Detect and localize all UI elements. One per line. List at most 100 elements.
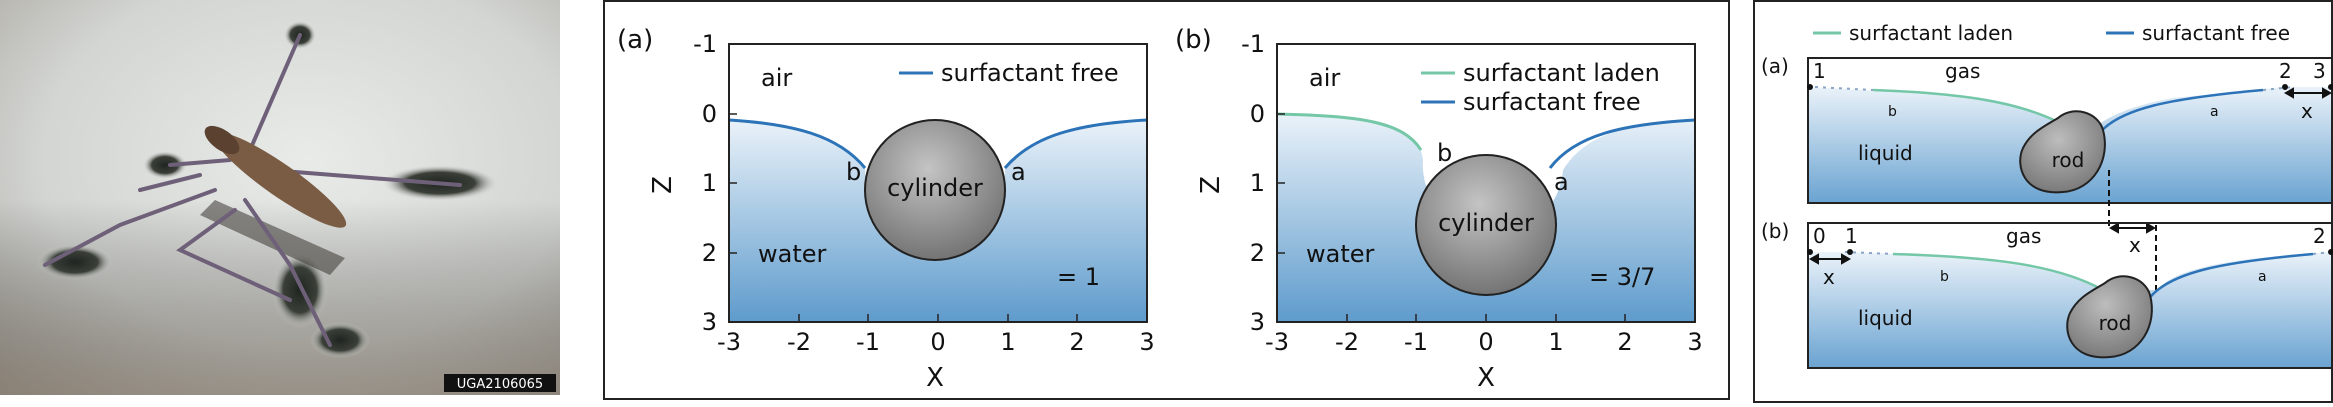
- water-region: [729, 120, 1147, 322]
- y-tick-labels: -1 0 1 2 3: [693, 30, 717, 336]
- x-axis-label: X: [926, 363, 944, 393]
- x-tick-label: 2: [1617, 328, 1632, 356]
- panel-letter: (a): [617, 25, 653, 55]
- x-dimension-label: x: [2301, 99, 2313, 123]
- dotted-interface-left: [1844, 251, 1894, 255]
- x-tick-label: -3: [717, 328, 741, 356]
- surfactant-laden-curve: [1872, 88, 2059, 124]
- point-marker: [2328, 249, 2333, 255]
- x-tick-label: -1: [856, 328, 880, 356]
- x-dimension-arrow: [2283, 87, 2333, 99]
- rod-panel-b: (b) 0 1 2 gas liquid rod b a x: [1761, 219, 2333, 369]
- surfactant-laden-curve: [1892, 252, 2104, 292]
- small-label-a: a: [2258, 269, 2267, 285]
- cylinder: [864, 119, 1006, 261]
- insect-legs: [43, 33, 462, 347]
- plot-b: (b) air water cylinder b a surfactant la…: [1175, 25, 1703, 393]
- ticks: [728, 43, 1148, 323]
- point-marker: [2328, 84, 2333, 90]
- y-tick-label: 1: [1250, 169, 1265, 197]
- rod-shape: [2019, 110, 2106, 194]
- surfactant-free-curve-left: [728, 118, 867, 169]
- panel-letter: (a): [1761, 54, 1789, 78]
- watermark: UGA2106065: [457, 377, 543, 392]
- legend-label-free: surfactant free: [1463, 88, 1641, 116]
- y-tick-label: 3: [702, 308, 717, 336]
- gas-label: gas: [2006, 224, 2041, 248]
- panel-letter: (b): [1175, 25, 1212, 55]
- point-label-2: 2: [2279, 59, 2292, 83]
- water-label: water: [758, 240, 827, 268]
- y-tick-label: -1: [693, 30, 717, 58]
- y-axis-label: Z: [648, 176, 678, 194]
- point-label-2: 2: [2313, 224, 2326, 248]
- air-label: air: [761, 64, 792, 92]
- surfactant-free-curve: [1548, 118, 1696, 169]
- panel-frame: [1807, 57, 2333, 204]
- legend-label-laden: surfactant laden: [1849, 21, 2013, 45]
- water-region: [1277, 114, 1695, 322]
- y-tick-label: 2: [1250, 239, 1265, 267]
- y-tick-label: 1: [702, 169, 717, 197]
- photo-illustration: UGA2106065: [0, 0, 560, 395]
- liquid-label: liquid: [1858, 141, 1913, 165]
- water-strider-photo: UGA2106065: [0, 0, 560, 395]
- rod-label: rod: [2099, 311, 2132, 335]
- legend-label-free: surfactant free: [2142, 21, 2290, 45]
- y-tick-label: 0: [1250, 100, 1265, 128]
- cylinder-label: cylinder: [887, 174, 983, 202]
- legend-label: surfactant free: [941, 59, 1119, 87]
- x-tick-label: 3: [1687, 328, 1702, 356]
- dimple-shadow: [37, 244, 113, 280]
- rod-shape: [2066, 275, 2153, 359]
- x-dimension-arrow: [1808, 253, 1852, 265]
- x-tick-label: 0: [930, 328, 945, 356]
- insect-body: [213, 132, 347, 228]
- dotted-interface-left: [1814, 86, 1874, 91]
- x-tick-label: -1: [1404, 328, 1428, 356]
- contact-point-b: b: [846, 158, 861, 186]
- rod-label: rod: [2052, 148, 2085, 172]
- y-tick-label: 0: [702, 100, 717, 128]
- surfactant-free-curve-right: [1003, 118, 1148, 169]
- cylinder-label: cylinder: [1438, 209, 1534, 237]
- contact-point-a: a: [1011, 158, 1026, 186]
- y-tick-label: 3: [1250, 308, 1265, 336]
- x-tick-label: -2: [787, 328, 811, 356]
- panel-frame: [1807, 222, 2333, 369]
- rod-schematic-svg: surfactant laden surfactant free (a) 1 2…: [1753, 0, 2333, 403]
- dotted-interface-right: [2312, 251, 2332, 255]
- surfactant-free-curve: [2096, 88, 2264, 136]
- x-tick-label: 2: [1069, 328, 1084, 356]
- rod-panel-a: (a) 1 2 3 gas liquid rod b a x: [1761, 54, 2333, 204]
- x-tick-label: -3: [1265, 328, 1289, 356]
- surfactant-free-curve: [2146, 252, 2314, 301]
- plot-a: (a) air water cylinder b a surfactant fr…: [617, 25, 1155, 393]
- shift-x-label: x: [2129, 233, 2141, 257]
- shift-indicator: [2108, 170, 2157, 290]
- x-tick-label: 3: [1139, 328, 1154, 356]
- insect-head: [204, 125, 240, 155]
- point-marker: [1807, 84, 1813, 90]
- air-label: air: [1309, 64, 1340, 92]
- point-label-1: 1: [1813, 59, 1826, 83]
- gas-label: gas: [1945, 59, 1980, 83]
- contact-point-b: b: [1437, 139, 1452, 167]
- dotted-interface-right: [2262, 86, 2294, 91]
- meniscus-plots-figure: (a) air water cylinder b a surfactant fr…: [603, 0, 1730, 400]
- point-label-3: 3: [2313, 59, 2326, 83]
- ticks: [1276, 43, 1696, 323]
- ratio-text: = 1: [1057, 263, 1100, 291]
- y-tick-labels: -1 0 1 2 3: [1241, 30, 1265, 336]
- x-tick-label: -2: [1335, 328, 1359, 356]
- rod-schematic-figure: surfactant laden surfactant free (a) 1 2…: [1753, 0, 2333, 403]
- meniscus-plots-svg: (a) air water cylinder b a surfactant fr…: [603, 0, 1730, 400]
- small-label-a: a: [2210, 104, 2219, 120]
- point-label-0: 0: [1813, 224, 1826, 248]
- x-tick-labels: -3 -2 -1 0 1 2 3: [717, 328, 1155, 356]
- dimple-shadow: [143, 151, 187, 179]
- ratio-text: = 3/7: [1589, 263, 1655, 291]
- point-marker: [1807, 249, 1813, 255]
- watermark-box: [444, 374, 556, 392]
- legend-label-laden: surfactant laden: [1463, 59, 1660, 87]
